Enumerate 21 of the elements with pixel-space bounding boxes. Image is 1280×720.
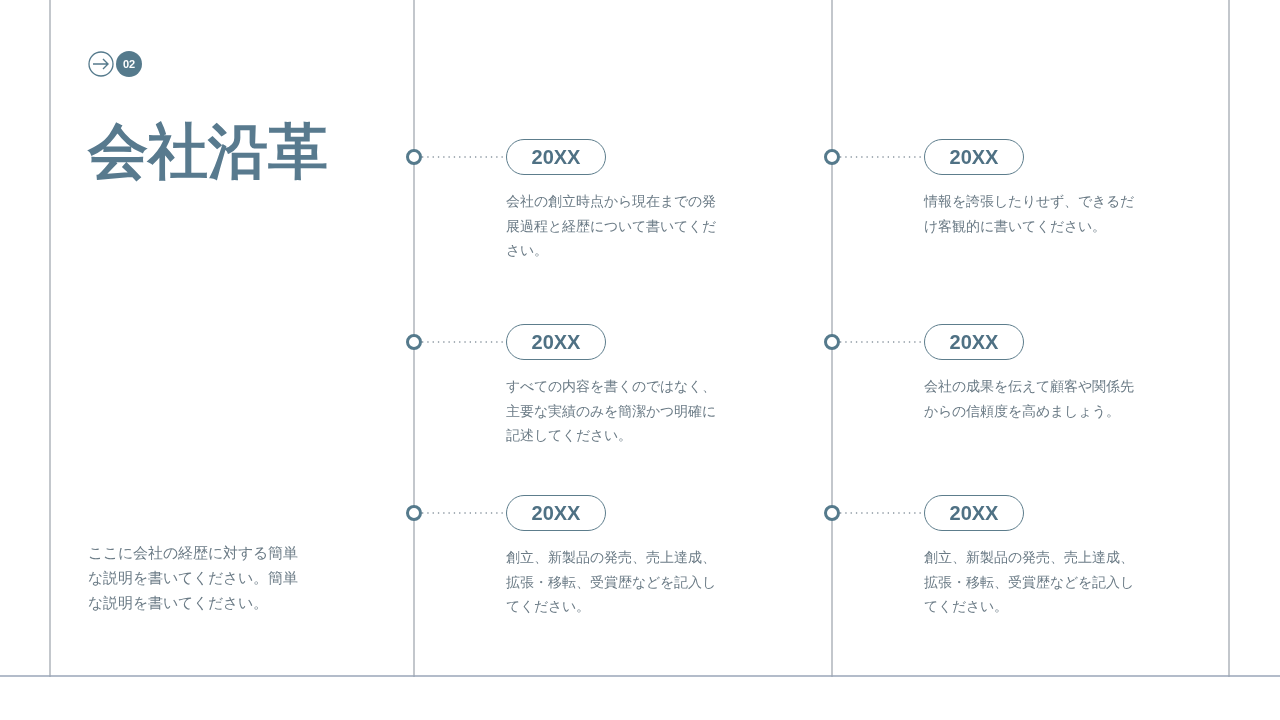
page-title: 会社沿革	[88, 117, 328, 187]
description-text: 会社の成果を伝えて顧客や関係先からの信頼度を高めましょう。	[924, 377, 1135, 421]
description-text: 創立、新製品の発売、売上達成、拡張・移転、受賞歴などを記入してください。	[924, 548, 1135, 616]
timeline-marker	[406, 334, 422, 350]
timeline-marker	[824, 149, 840, 165]
timeline-marker	[406, 505, 422, 521]
description-text: 情報を誇張したりせず、できるだけ客観的に書いてください。	[924, 192, 1135, 236]
timeline-marker	[406, 149, 422, 165]
year-pill: 20XX	[506, 324, 606, 360]
timeline-marker	[824, 334, 840, 350]
page-number-badge: 02	[116, 51, 142, 77]
year-pill: 20XX	[924, 139, 1024, 175]
description-text: 創立、新製品の発売、売上達成、拡張・移転、受賞歴などを記入してください。	[506, 548, 717, 616]
year-pill: 20XX	[924, 324, 1024, 360]
year-pill: 20XX	[506, 139, 606, 175]
year-pill: 20XX	[924, 495, 1024, 531]
description-text: ここに会社の経歴に対する簡単な説明を書いてください。簡単な説明を書いてください。	[88, 543, 299, 613]
description-text: すべての内容を書くのではなく、主要な実績のみを簡潔かつ明確に記述してください。	[506, 377, 717, 445]
year-pill: 20XX	[506, 495, 606, 531]
timeline-marker	[824, 505, 840, 521]
description-text: 会社の創立時点から現在までの発展過程と経歴について書いてください。	[506, 192, 717, 260]
